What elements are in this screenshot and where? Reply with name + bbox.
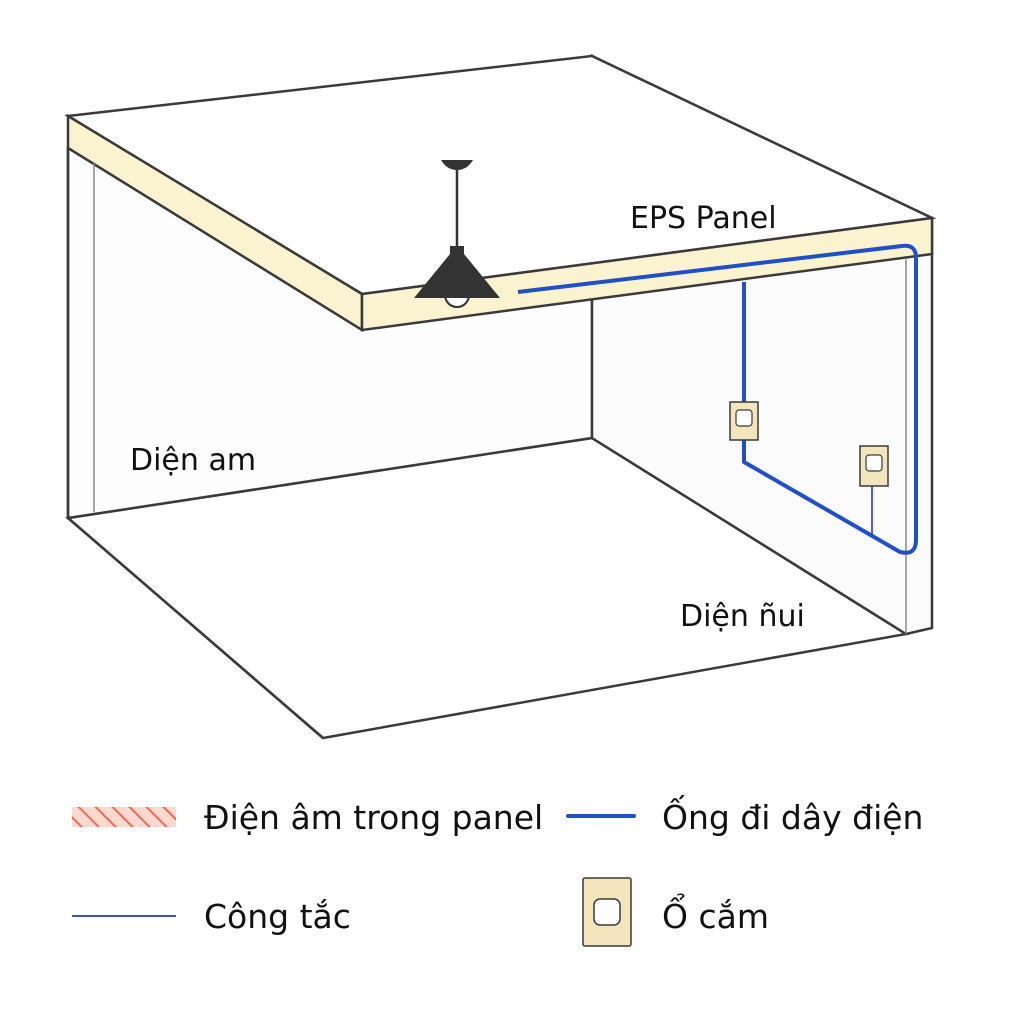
wall-right-label: Diện ñui <box>680 599 805 634</box>
legend-item-conduit: Ống đi dây điện <box>566 793 923 837</box>
legend-label-switch: Công tắc <box>204 897 351 936</box>
legend-label-concealed: Điện âm trong panel <box>204 798 543 837</box>
legend-label-socket: Ổ cắm <box>662 891 769 936</box>
socket-icon <box>859 445 889 487</box>
legend-item-switch: Công tắc <box>72 897 351 936</box>
conduit-ceiling <box>517 243 918 555</box>
ceiling-panel-front-edge <box>360 216 934 332</box>
legend-item-concealed: Điện âm trong panel <box>72 798 543 837</box>
conduit-run <box>517 243 918 555</box>
eps-panel-label: EPS Panel <box>630 201 777 236</box>
hatch-swatch-icon <box>72 807 176 827</box>
pendant-lamp-icon <box>414 160 500 308</box>
socket-icon <box>729 401 759 441</box>
legend-item-socket: Ổ cắm <box>582 877 769 947</box>
legend: Điện âm trong panel Ống đi dây điện Công… <box>72 793 923 947</box>
socket-swatch-icon <box>582 877 632 947</box>
legend-label-conduit: Ống đi dây điện <box>662 793 923 837</box>
floor-edge-left <box>67 517 324 739</box>
room <box>64 54 937 740</box>
wall-left-label: Diện am <box>130 443 256 478</box>
